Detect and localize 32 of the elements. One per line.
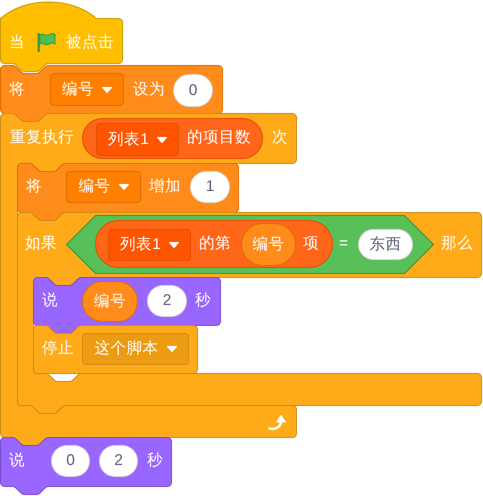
block-label: 将 bbox=[26, 177, 42, 197]
hat-block bbox=[0, 0, 123, 72]
block-label: 如果 bbox=[25, 234, 57, 254]
command-block bbox=[0, 437, 172, 495]
dropdown-menu: 编号 bbox=[66, 171, 141, 203]
reporter-block bbox=[82, 118, 263, 159]
block-label: 被点击 bbox=[66, 33, 114, 53]
block-label: 秒 bbox=[195, 291, 211, 311]
c-block bbox=[17, 212, 482, 414]
block-label: 那么 bbox=[441, 234, 473, 254]
block-label: 秒 bbox=[147, 451, 163, 471]
boolean-block bbox=[66, 215, 434, 274]
block-label: 将 bbox=[9, 80, 25, 100]
dropdown-menu: 列表1 bbox=[108, 229, 191, 261]
block-label: 当 bbox=[9, 33, 25, 53]
cap-block bbox=[33, 325, 198, 374]
variable-reporter: 编号 bbox=[241, 223, 296, 266]
block-label: 的第 bbox=[199, 234, 231, 254]
block-label: 说 bbox=[9, 451, 25, 471]
block-label: 增加 bbox=[149, 177, 181, 197]
block-label: 次 bbox=[272, 128, 288, 148]
block-label: 说 bbox=[42, 291, 58, 311]
dropdown-menu: 编号 bbox=[50, 73, 124, 106]
block-label: 设为 bbox=[133, 80, 165, 100]
block-label: 的项目数 bbox=[187, 128, 251, 148]
block-label: = bbox=[339, 234, 348, 254]
block-label: 项 bbox=[303, 234, 319, 254]
reporter-block bbox=[95, 220, 333, 268]
dropdown-menu: 这个脚本 bbox=[82, 333, 189, 365]
dropdown-menu: 列表1 bbox=[96, 123, 179, 156]
block-label: 重复执行 bbox=[10, 128, 74, 148]
block-label: 停止 bbox=[42, 339, 74, 359]
